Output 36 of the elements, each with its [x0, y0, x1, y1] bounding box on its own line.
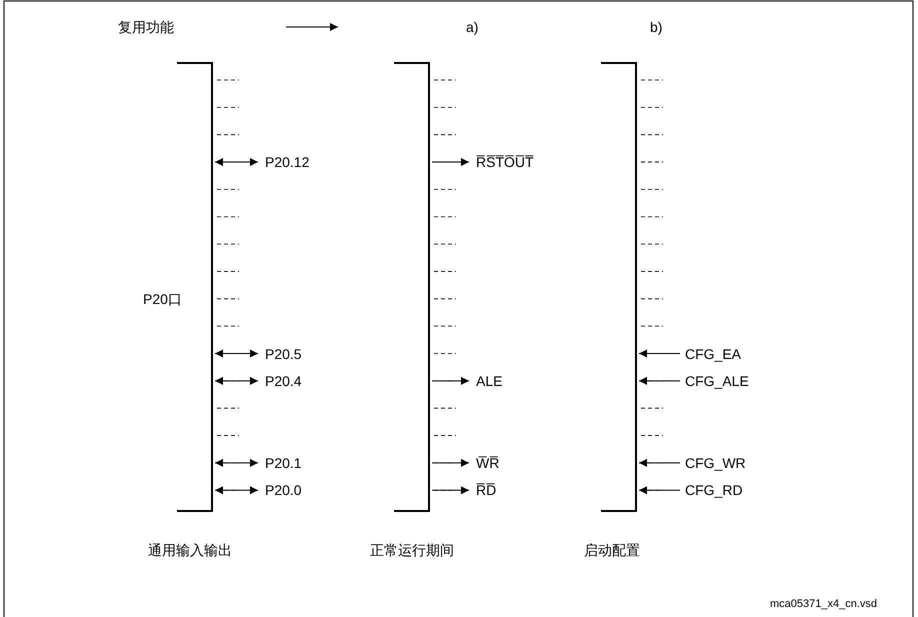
- signal-label: CFG_ALE: [685, 372, 749, 389]
- arrow: [214, 458, 258, 467]
- signal-label: CFG_WR: [685, 454, 746, 471]
- signal-label: R̅D̅: [476, 482, 496, 498]
- signal-label: CFG_RD: [685, 482, 743, 498]
- column-caption: 启动配置: [584, 542, 640, 558]
- signal-label: P20.1: [265, 454, 302, 471]
- column-caption: 正常运行期间: [370, 542, 454, 558]
- signal-label: CFG_EA: [685, 346, 742, 362]
- port-bracket: [601, 62, 637, 512]
- column-heading: a): [466, 19, 478, 35]
- arrow: [638, 376, 680, 385]
- arrow: [432, 158, 470, 166]
- port-bracket: [394, 62, 430, 512]
- arrow: [214, 376, 258, 385]
- signal-label: W̅R̅: [476, 454, 500, 471]
- arrow: [638, 458, 680, 467]
- file-name: mca05371_x4_cn.vsd: [770, 597, 878, 612]
- signal-label: ALE: [476, 372, 502, 389]
- signal-label: P20.0: [265, 482, 302, 498]
- heading-text: 复用功能: [118, 19, 174, 35]
- column-heading: b): [650, 19, 662, 35]
- signal-label: P20.4: [265, 372, 302, 389]
- arrow: [214, 158, 258, 166]
- arrow: [214, 350, 258, 358]
- port-label: P20口: [143, 290, 182, 307]
- arrow: [432, 486, 470, 494]
- arrow: [638, 486, 680, 494]
- signal-label: P20.12: [265, 154, 310, 170]
- arrow: [432, 376, 470, 385]
- signal-label: P20.5: [265, 346, 302, 362]
- arrow: [214, 486, 258, 494]
- column-caption: 通用输入输出: [148, 542, 232, 558]
- signal-label: R̅S̅T̅O̅U̅T̅: [476, 154, 534, 170]
- arrow: [638, 350, 680, 358]
- arrow: [432, 458, 470, 467]
